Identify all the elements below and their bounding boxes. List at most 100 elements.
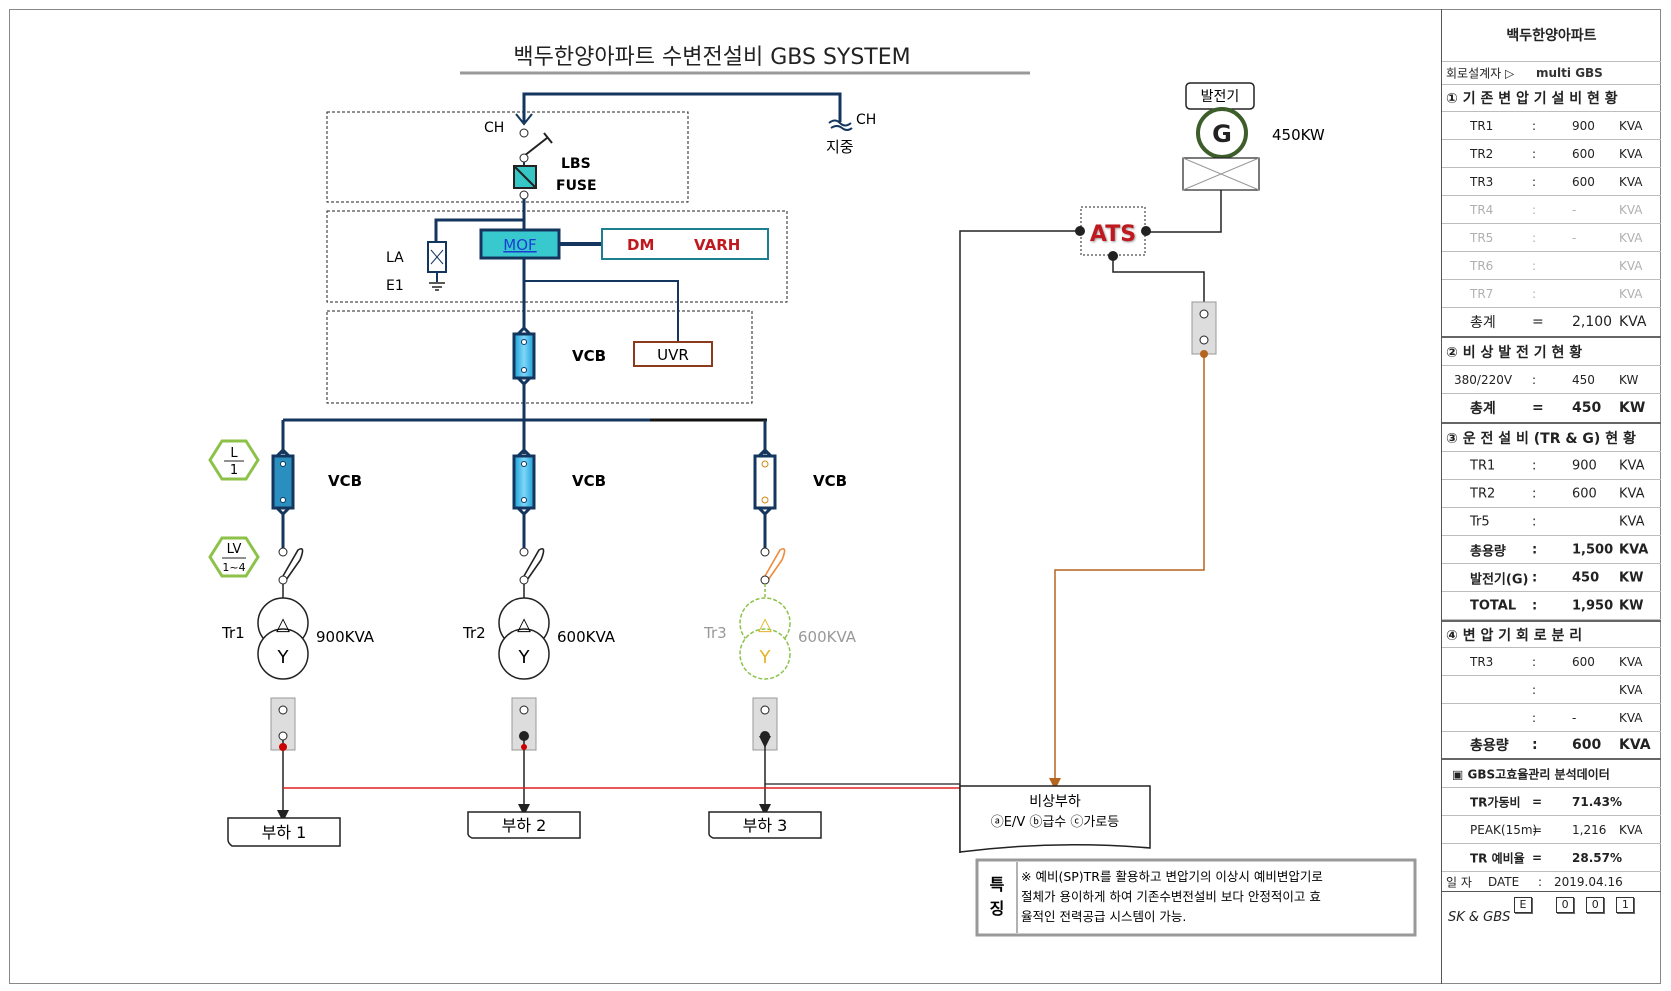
vcb2-symbol xyxy=(512,447,536,517)
cell-value: - xyxy=(1572,230,1577,245)
cell-sep: : xyxy=(1532,682,1537,697)
ch-incoming-label: CH xyxy=(484,120,504,136)
tr1-delta: △ xyxy=(276,614,290,635)
tr3-secondary xyxy=(739,628,791,680)
main-vcb-group-box xyxy=(326,310,753,404)
incoming-line xyxy=(522,92,842,122)
generator-symbol-letter: G xyxy=(1212,120,1232,148)
vcb1-symbol xyxy=(271,447,295,517)
cell-value: 450 xyxy=(1572,570,1600,585)
cell-unit: KVA xyxy=(1619,710,1643,725)
cell-unit: KVA xyxy=(1619,258,1643,273)
emergency-load-items: ⓐE/V ⓑ급수 ⓒ가로등 xyxy=(991,815,1120,830)
designer-row: 회로설계자 ▷multi GBS xyxy=(1442,62,1661,85)
cell-sep: : xyxy=(1532,458,1537,473)
la-label: LA xyxy=(386,250,404,266)
tr3-wye: Y xyxy=(759,647,772,668)
tr1-label: Tr1 xyxy=(221,624,245,642)
section-operating-equipment: ③ 운 전 설 비 (TR & G) 현 황 xyxy=(1442,424,1661,452)
cell-name: TR5 xyxy=(1470,230,1494,245)
emergency-feed xyxy=(1049,356,1205,790)
mof-group-box xyxy=(326,210,788,303)
existing-row: TR7:KVA xyxy=(1442,280,1661,308)
cell-sep: = xyxy=(1532,850,1543,865)
cell-unit: KVA xyxy=(1619,542,1649,557)
varh-label: VARH xyxy=(694,236,740,254)
ats-normal-feed xyxy=(959,230,1080,853)
load2-label: 부하 2 xyxy=(502,816,547,835)
footer-brand: SK & GBS xyxy=(1448,910,1511,925)
load3-tag xyxy=(708,811,822,839)
cell-name: TR4 xyxy=(1470,202,1494,217)
fuse-label: FUSE xyxy=(556,178,597,194)
cell-sep: : xyxy=(1532,118,1537,133)
dm-varh-box xyxy=(601,228,769,260)
cell-name: PEAK(15m) xyxy=(1470,822,1538,837)
load1-tag xyxy=(227,817,341,847)
emergency-load-label: 비상부하 xyxy=(1029,794,1081,810)
generator-tag-label: 발전기 xyxy=(1201,89,1240,105)
cell-sep: : xyxy=(1532,570,1538,585)
feature-text-2: 절체가 용이하게 하여 기존수변전설비 보다 안정적이고 효 xyxy=(1021,889,1321,904)
section-existing-transformers: ① 기 존 변 압 기 설 비 현 황 xyxy=(1442,85,1661,112)
cell-unit: KW xyxy=(1619,598,1644,613)
cell-unit: KVA xyxy=(1619,286,1643,301)
mof-link[interactable]: MOF xyxy=(503,236,536,254)
main-vcb-label: VCB xyxy=(572,347,606,365)
vcb2-label: VCB xyxy=(572,472,606,490)
ats-box xyxy=(1080,206,1146,256)
existing-row: TR5:-KVA xyxy=(1442,224,1661,252)
cell-name: TR가동비 xyxy=(1470,795,1521,809)
cell-value: 900 xyxy=(1572,118,1595,133)
footer-code-box: E xyxy=(1514,897,1532,913)
cell-unit: KVA xyxy=(1619,458,1645,473)
cell-sep: : xyxy=(1532,286,1537,301)
section-emergency-generator: ② 비 상 발 전 기 현 황 xyxy=(1442,338,1661,366)
vcb1-label: VCB xyxy=(328,472,362,490)
footer-code-box: 0 xyxy=(1586,897,1605,913)
cell-unit: KVA xyxy=(1619,486,1645,501)
cell-name: TOTAL xyxy=(1470,598,1517,613)
cell-value: 1,500 xyxy=(1572,542,1614,557)
feature-label-1: 특 xyxy=(990,875,1005,894)
underground-label: 지중 xyxy=(826,138,854,156)
cell-unit: KVA xyxy=(1619,230,1643,245)
cell-sep: : xyxy=(1532,598,1538,613)
separation-row: :-KVA xyxy=(1442,704,1661,732)
cell-value: 600 xyxy=(1572,486,1597,501)
feature-box xyxy=(975,858,1417,937)
lv-badge-top: LV xyxy=(227,542,242,557)
tr2-delta: △ xyxy=(517,614,531,635)
existing-row: TR4:-KVA xyxy=(1442,196,1661,224)
cell-unit: KVA xyxy=(1619,118,1643,133)
cell-unit: KVA xyxy=(1619,682,1643,697)
vcb3-label: VCB xyxy=(813,472,847,490)
cell-value: - xyxy=(1572,710,1577,725)
feature-text-1: ※ 예비(SP)TR를 활용하고 변압기의 이상시 예비변압기로 xyxy=(1021,869,1323,884)
ch-ground-label: CH xyxy=(856,112,876,128)
cell-unit: KVA xyxy=(1619,146,1643,161)
cell-name: TR2 xyxy=(1470,486,1496,501)
lv-hex-badge xyxy=(208,536,260,578)
tr2-kva: 600KVA xyxy=(557,628,616,646)
cell-name: TR3 xyxy=(1470,174,1494,189)
cell-sep: = xyxy=(1532,794,1543,809)
dm-label: DM xyxy=(627,236,654,254)
l-hex-badge xyxy=(208,439,260,481)
analysis-row: TR가동비=71.43% xyxy=(1442,788,1661,816)
ground-symbol xyxy=(828,119,853,131)
tr2-label: Tr2 xyxy=(462,624,486,642)
tr2-secondary xyxy=(498,628,550,680)
generator-kw: 450KW xyxy=(1272,126,1325,144)
cell-sep: = xyxy=(1532,822,1543,837)
